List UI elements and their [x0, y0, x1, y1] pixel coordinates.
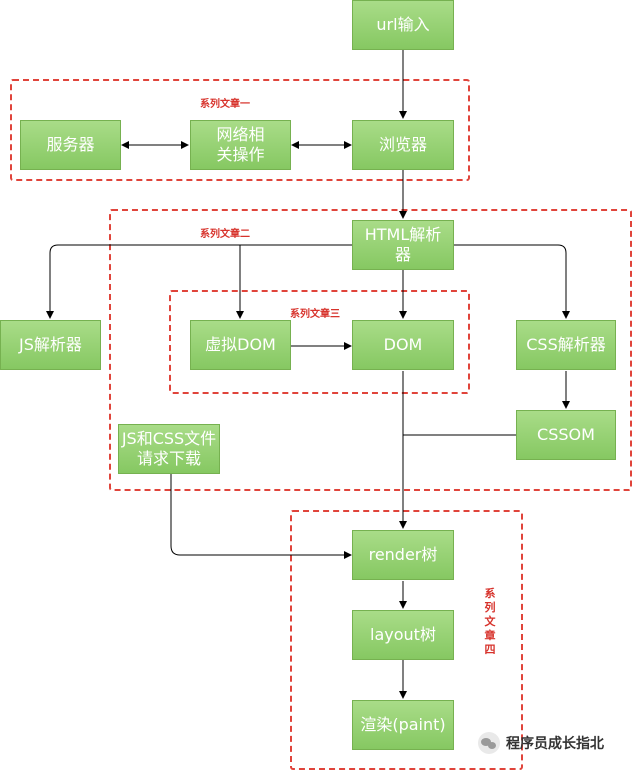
- node-html-parser: HTML解析器: [352, 220, 454, 270]
- node-url-input: url输入: [352, 0, 454, 50]
- node-dom: DOM: [352, 320, 454, 370]
- edge-html-jsparser: [46, 244, 352, 319]
- group-series-4-label: 系列文章四: [484, 587, 496, 656]
- node-css-parser: CSS解析器: [516, 320, 616, 370]
- watermark: 程序员成长指北: [478, 732, 604, 754]
- edge-html-cssparser: [454, 244, 570, 319]
- node-js-css-download: JS和CSS文件请求下载: [118, 424, 220, 474]
- edge-download-render: [170, 474, 352, 559]
- node-virtual-dom: 虚拟DOM: [190, 320, 291, 370]
- node-network-ops: 网络相关操作: [190, 120, 291, 170]
- node-cssom: CSSOM: [516, 410, 616, 460]
- node-render-tree: render树: [352, 530, 454, 580]
- node-layout-tree: layout树: [352, 610, 454, 660]
- node-browser: 浏览器: [352, 120, 454, 170]
- group-series-3-label: 系列文章三: [290, 309, 340, 320]
- group-series-3: [169, 290, 470, 394]
- node-server: 服务器: [20, 120, 121, 170]
- group-series-4: [290, 510, 523, 770]
- group-series-2: [109, 209, 632, 491]
- wechat-icon: [478, 732, 500, 754]
- group-series-2-label: 系列文章二: [200, 229, 250, 240]
- node-paint: 渲染(paint): [352, 700, 454, 750]
- node-js-parser: JS解析器: [0, 320, 101, 370]
- watermark-text: 程序员成长指北: [506, 736, 604, 752]
- group-series-1-label: 系列文章一: [200, 99, 250, 110]
- group-series-1: [10, 79, 470, 181]
